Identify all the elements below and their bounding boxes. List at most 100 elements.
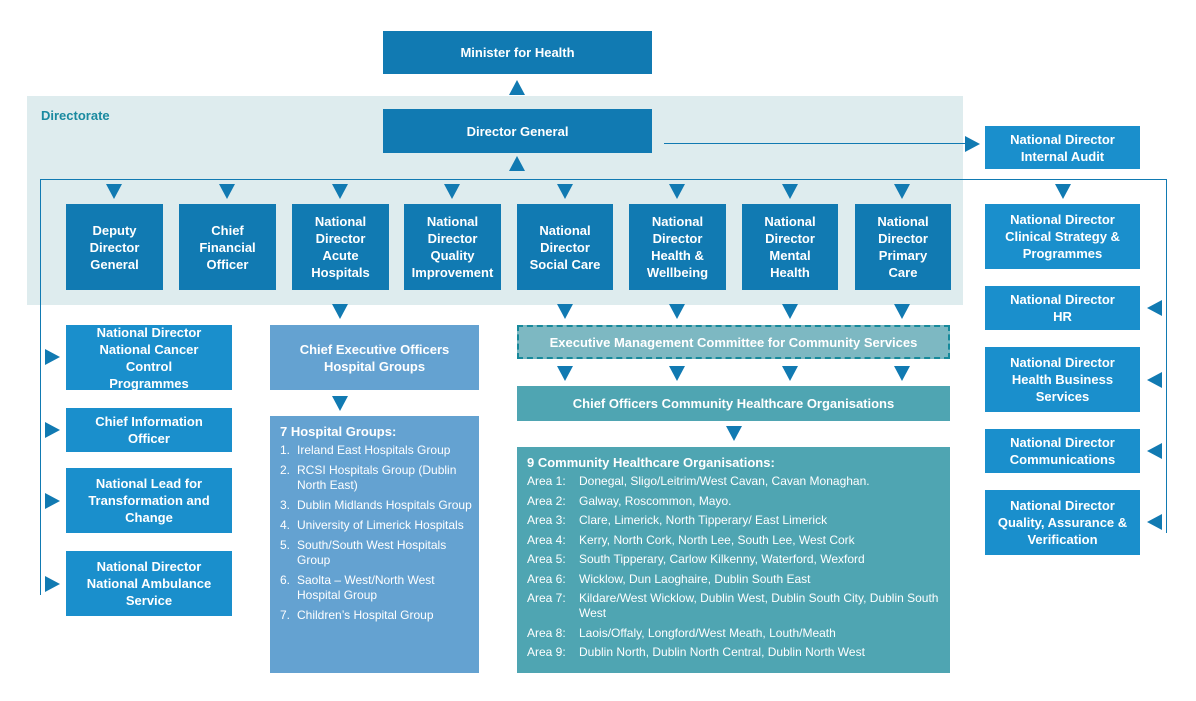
item-number: 3.: [280, 498, 291, 512]
item-number: 2.: [280, 463, 291, 477]
arrow-right-icon: [45, 576, 60, 592]
chief-financial-officer-box: Chief Financial Officer: [179, 204, 276, 290]
exec-committee-box: Executive Management Committee for Commu…: [517, 325, 950, 359]
arrow-right-icon: [45, 422, 60, 438]
area-label: Area 4:: [527, 532, 566, 547]
arrow-down-icon: [782, 184, 798, 199]
cho-area-item: Area 2: Galway, Roscommon, Mayo.: [527, 494, 942, 509]
arrow-right-icon: [45, 493, 60, 509]
arrow-down-icon: [669, 366, 685, 381]
area-text: Wicklow, Dun Laoghaire, Dublin South Eas…: [579, 571, 811, 586]
arrow-down-icon: [894, 366, 910, 381]
area-text: Kerry, North Cork, North Lee, South Lee,…: [579, 532, 855, 547]
arrow-down-icon: [894, 304, 910, 319]
arrow-left-icon: [1147, 300, 1162, 316]
item-number: 7.: [280, 608, 291, 622]
arrow-right-icon: [965, 136, 980, 152]
hospital-group-item: 4. University of Limerick Hospitals: [280, 518, 473, 533]
area-text: Donegal, Sligo/Leitrim/West Cavan, Cavan…: [579, 474, 870, 488]
item-number: 1.: [280, 443, 291, 457]
area-text: Clare, Limerick, North Tipperary/ East L…: [579, 513, 828, 527]
arrow-left-icon: [1147, 443, 1162, 459]
item-name: Dublin Midlands Hospitals Group: [297, 498, 472, 512]
hospital-ceo-box: Chief Executive Officers Hospital Groups: [270, 325, 479, 390]
cho-area-item: Area 9: Dublin North, Dublin North Centra…: [527, 645, 942, 660]
cho-area-item: Area 7: Kildare/West Wicklow, Dublin West…: [527, 591, 942, 621]
nd-social-care-box: National Director Social Care: [517, 204, 613, 290]
cho-list: 9 Community Healthcare Organisations: Ar…: [517, 447, 950, 673]
item-name: Children’s Hospital Group: [297, 608, 434, 622]
arrow-down-icon: [444, 184, 460, 199]
internal-audit-box: National Director Internal Audit: [985, 126, 1140, 169]
area-label: Area 9:: [527, 645, 566, 659]
chief-officers-box: Chief Officers Community Healthcare Orga…: [517, 386, 950, 421]
cho-area-item: Area 6: Wicklow, Dun Laoghaire, Dublin So…: [527, 572, 942, 587]
arrow-down-icon: [332, 396, 348, 411]
arrow-up-icon: [509, 80, 525, 95]
arrow-down-icon: [726, 426, 742, 441]
arrow-left-icon: [1147, 514, 1162, 530]
hospital-group-item: 7. Children’s Hospital Group: [280, 608, 473, 623]
cho-area-item: Area 1: Donegal, Sligo/Leitrim/West Cavan…: [527, 474, 942, 489]
hospital-group-item: 2. RCSI Hospitals Group (Dublin North Eas…: [280, 463, 473, 493]
hospital-group-item: 3. Dublin Midlands Hospitals Group: [280, 498, 473, 513]
arrow-down-icon: [557, 304, 573, 319]
area-label: Area 5:: [527, 552, 566, 566]
arrow-down-icon: [782, 366, 798, 381]
nd-communications-box: National Director Communications: [985, 429, 1140, 473]
arrow-down-icon: [557, 184, 573, 199]
arrow-down-icon: [557, 366, 573, 381]
cho-title: 9 Community Healthcare Organisations:: [527, 455, 775, 470]
item-name: University of Limerick Hospitals: [297, 518, 464, 532]
area-text: Galway, Roscommon, Mayo.: [579, 493, 732, 508]
arrow-left-icon: [1147, 372, 1162, 388]
arrow-down-icon: [669, 184, 685, 199]
area-label: Area 1:: [527, 474, 566, 488]
nd-cancer-control-box: National Director National Cancer Contro…: [66, 325, 232, 391]
connector-line: [40, 179, 1166, 180]
connector-line: [1166, 179, 1167, 533]
arrow-down-icon: [332, 184, 348, 199]
item-number: 6.: [280, 573, 291, 587]
hospital-groups-list: 7 Hospital Groups: 1. Ireland East Hospit…: [270, 416, 479, 673]
hospital-groups-title: 7 Hospital Groups:: [280, 424, 397, 439]
director-general-box: Director General: [383, 109, 652, 153]
item-name: RCSI Hospitals Group (Dublin North East): [297, 463, 457, 492]
arrow-down-icon: [782, 304, 798, 319]
item-number: 4.: [280, 518, 291, 532]
directorate-label: Directorate: [41, 108, 110, 123]
item-number: 5.: [280, 538, 291, 552]
connector-line: [40, 179, 41, 595]
arrow-down-icon: [332, 304, 348, 319]
nd-health-wellbeing-box: National Director Health & Wellbeing: [629, 204, 726, 290]
hospital-group-item: 5. South/South West Hospitals Group: [280, 538, 473, 568]
nd-ambulance-service-box: National Director National Ambulance Ser…: [66, 551, 232, 616]
area-label: Area 6:: [527, 571, 566, 586]
nd-primary-care-box: National Director Primary Care: [855, 204, 951, 290]
item-name: Ireland East Hospitals Group: [297, 443, 451, 457]
arrow-up-icon: [509, 156, 525, 171]
area-text: Dublin North, Dublin North Central, Dubl…: [579, 645, 865, 659]
cho-area-item: Area 5: South Tipperary, Carlow Kilkenny,…: [527, 552, 942, 567]
cho-area-item: Area 3: Clare, Limerick, North Tipperary/…: [527, 513, 942, 528]
area-text: Kildare/West Wicklow, Dublin West, Dubli…: [579, 591, 939, 620]
area-label: Area 8:: [527, 625, 566, 640]
nd-health-business-services-box: National Director Health Business Servic…: [985, 347, 1140, 412]
area-label: Area 3:: [527, 513, 566, 527]
arrow-down-icon: [1055, 184, 1071, 199]
deputy-director-general-box: Deputy Director General: [66, 204, 163, 290]
nd-quality-assurance-box: National Director Quality, Assurance & V…: [985, 490, 1140, 555]
nd-quality-improvement-box: National Director Quality Improvement: [404, 204, 501, 290]
area-label: Area 2:: [527, 493, 566, 508]
item-name: Saolta – West/North West Hospital Group: [297, 573, 435, 602]
nd-clinical-strategy-box: National Director Clinical Strategy & Pr…: [985, 204, 1140, 269]
item-name: South/South West Hospitals Group: [297, 538, 447, 567]
area-label: Area 7:: [527, 591, 566, 605]
arrow-down-icon: [219, 184, 235, 199]
area-text: South Tipperary, Carlow Kilkenny, Waterf…: [579, 552, 865, 566]
nd-hr-box: National Director HR: [985, 286, 1140, 330]
transformation-lead-box: National Lead for Transformation and Cha…: [66, 468, 232, 533]
hospital-group-item: 6. Saolta – West/North West Hospital Grou…: [280, 573, 473, 603]
arrow-right-icon: [45, 349, 60, 365]
